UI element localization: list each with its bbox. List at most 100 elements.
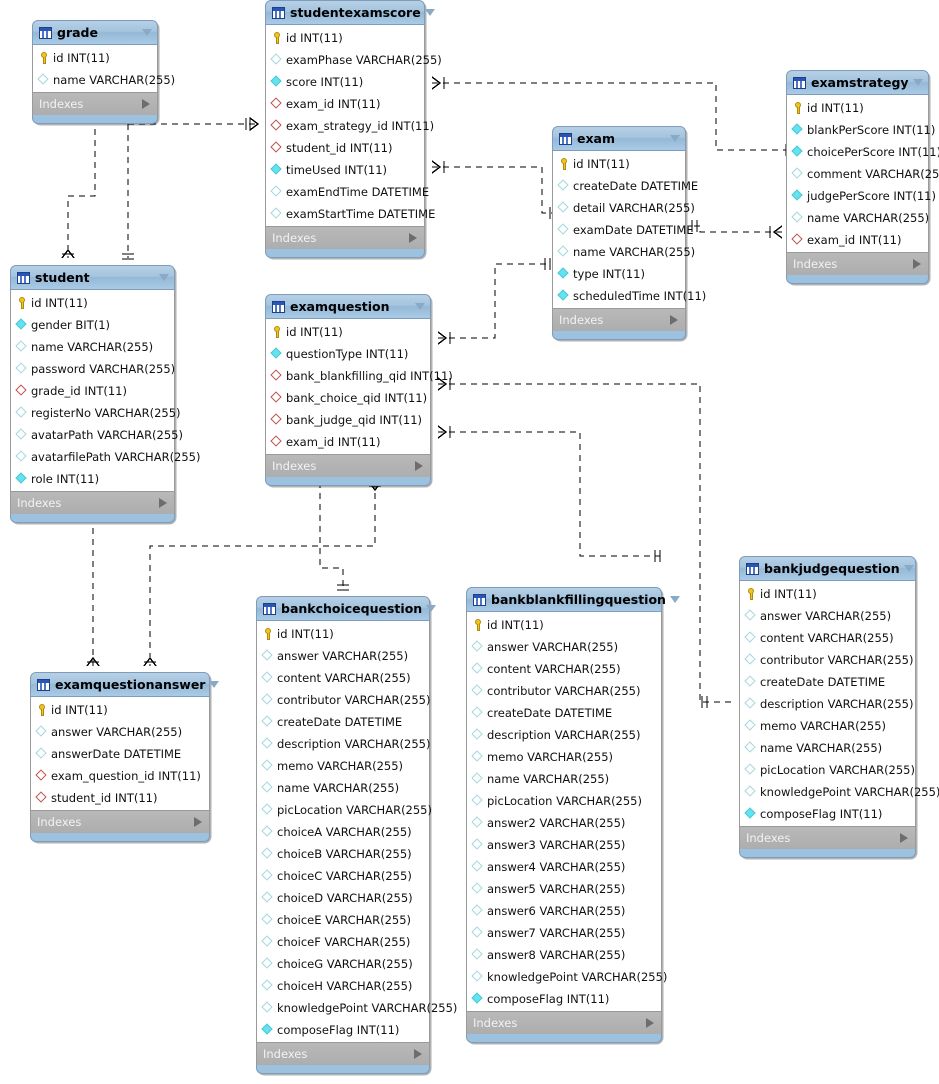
table-header-bankchoicequestion[interactable]: bankchoicequestion xyxy=(256,596,437,621)
column-row[interactable]: name VARCHAR(255) xyxy=(467,768,661,790)
column-row[interactable]: exam_question_id INT(11) xyxy=(31,765,209,787)
column-row[interactable]: name VARCHAR(255) xyxy=(740,737,915,759)
column-row[interactable]: examStartTime DATETIME xyxy=(266,203,435,225)
column-row[interactable]: password VARCHAR(255) xyxy=(11,358,175,380)
column-row[interactable]: id INT(11) xyxy=(266,27,424,49)
column-row[interactable]: id INT(11) xyxy=(787,97,928,119)
column-row[interactable]: examPhase VARCHAR(255) xyxy=(266,49,442,71)
column-row[interactable]: comment VARCHAR(255) xyxy=(787,163,939,185)
column-row[interactable]: name VARCHAR(255) xyxy=(33,69,175,91)
column-row[interactable]: memo VARCHAR(255) xyxy=(467,746,661,768)
column-row[interactable]: exam_id INT(11) xyxy=(266,431,430,453)
expand-right-icon[interactable] xyxy=(414,1049,422,1059)
column-row[interactable]: questionType INT(11) xyxy=(266,343,430,365)
column-row[interactable]: answer7 VARCHAR(255) xyxy=(467,922,661,944)
column-row[interactable]: name VARCHAR(255) xyxy=(553,241,695,263)
column-row[interactable]: detail VARCHAR(255) xyxy=(553,197,695,219)
column-row[interactable]: choiceH VARCHAR(255) xyxy=(257,975,429,997)
indexes-section-exam[interactable]: Indexes xyxy=(552,308,686,331)
table-header-exam[interactable]: exam xyxy=(552,126,686,151)
column-row[interactable]: answer6 VARCHAR(255) xyxy=(467,900,661,922)
chevron-down-icon[interactable] xyxy=(669,596,680,603)
column-row[interactable]: knowledgePoint VARCHAR(255) xyxy=(257,997,457,1019)
table-header-grade[interactable]: grade xyxy=(32,20,158,45)
indexes-section-examquestionanswer[interactable]: Indexes xyxy=(30,810,210,833)
chevron-down-icon[interactable] xyxy=(415,303,425,310)
indexes-section-bankchoicequestion[interactable]: Indexes xyxy=(256,1042,430,1065)
table-header-examquestion[interactable]: examquestion xyxy=(265,294,431,319)
column-row[interactable]: id INT(11) xyxy=(266,321,430,343)
column-row[interactable]: choiceD VARCHAR(255) xyxy=(257,887,429,909)
column-row[interactable]: createDate DATETIME xyxy=(467,702,661,724)
column-row[interactable]: role INT(11) xyxy=(11,468,174,490)
column-row[interactable]: answer VARCHAR(255) xyxy=(740,605,915,627)
column-row[interactable]: exam_strategy_id INT(11) xyxy=(266,115,434,137)
column-row[interactable]: judgePerScore INT(11) xyxy=(787,185,936,207)
table-header-studentexamscore[interactable]: studentexamscore xyxy=(265,0,435,25)
column-row[interactable]: exam_id INT(11) xyxy=(787,229,928,251)
column-row[interactable]: scheduledTime INT(11) xyxy=(553,285,706,307)
column-row[interactable]: choicePerScore INT(11) xyxy=(787,141,939,163)
column-row[interactable]: bank_blankfilling_qid INT(11) xyxy=(266,365,453,387)
expand-right-icon[interactable] xyxy=(194,817,202,827)
column-row[interactable]: grade_id INT(11) xyxy=(11,380,174,402)
column-row[interactable]: id INT(11) xyxy=(33,47,157,69)
table-header-examstrategy[interactable]: examstrategy xyxy=(786,70,929,95)
column-row[interactable]: choiceG VARCHAR(255) xyxy=(257,953,429,975)
expand-right-icon[interactable] xyxy=(159,498,167,508)
expand-right-icon[interactable] xyxy=(415,461,423,471)
column-row[interactable]: content VARCHAR(255) xyxy=(740,627,915,649)
table-header-examquestionanswer[interactable]: examquestionanswer xyxy=(30,672,220,697)
column-row[interactable]: composeFlag INT(11) xyxy=(257,1019,429,1041)
column-row[interactable]: answer5 VARCHAR(255) xyxy=(467,878,661,900)
column-row[interactable]: memo VARCHAR(255) xyxy=(257,755,429,777)
column-row[interactable]: id INT(11) xyxy=(11,292,174,314)
column-row[interactable]: composeFlag INT(11) xyxy=(740,803,915,825)
column-row[interactable]: avatarPath VARCHAR(255) xyxy=(11,424,183,446)
chevron-down-icon[interactable] xyxy=(424,9,435,16)
column-row[interactable]: choiceB VARCHAR(255) xyxy=(257,843,429,865)
column-row[interactable]: id INT(11) xyxy=(257,623,429,645)
chevron-down-icon[interactable] xyxy=(426,605,437,612)
column-row[interactable]: score INT(11) xyxy=(266,71,424,93)
column-row[interactable]: bank_judge_qid INT(11) xyxy=(266,409,430,431)
column-row[interactable]: name VARCHAR(255) xyxy=(257,777,429,799)
column-row[interactable]: knowledgePoint VARCHAR(255) xyxy=(740,781,939,803)
column-row[interactable]: composeFlag INT(11) xyxy=(467,988,661,1010)
column-row[interactable]: picLocation VARCHAR(255) xyxy=(740,759,915,781)
column-row[interactable]: examDate DATETIME xyxy=(553,219,694,241)
column-row[interactable]: gender BIT(1) xyxy=(11,314,174,336)
column-row[interactable]: description VARCHAR(255) xyxy=(257,733,430,755)
column-row[interactable]: answerDate DATETIME xyxy=(31,743,209,765)
column-row[interactable]: picLocation VARCHAR(255) xyxy=(467,790,661,812)
column-row[interactable]: content VARCHAR(255) xyxy=(257,667,429,689)
column-row[interactable]: id INT(11) xyxy=(553,153,685,175)
column-row[interactable]: bank_choice_qid INT(11) xyxy=(266,387,430,409)
column-row[interactable]: answer4 VARCHAR(255) xyxy=(467,856,661,878)
indexes-section-studentexamscore[interactable]: Indexes xyxy=(265,226,425,249)
column-row[interactable]: answer VARCHAR(255) xyxy=(467,636,661,658)
column-row[interactable]: answer8 VARCHAR(255) xyxy=(467,944,661,966)
column-row[interactable]: avatarfilePath VARCHAR(255) xyxy=(11,446,201,468)
column-row[interactable]: exam_id INT(11) xyxy=(266,93,424,115)
column-row[interactable]: timeUsed INT(11) xyxy=(266,159,424,181)
expand-right-icon[interactable] xyxy=(900,833,908,843)
column-row[interactable]: content VARCHAR(255) xyxy=(467,658,661,680)
table-header-bankjudgequestion[interactable]: bankjudgequestion xyxy=(739,556,916,581)
column-row[interactable]: student_id INT(11) xyxy=(31,787,209,809)
column-row[interactable]: choiceF VARCHAR(255) xyxy=(257,931,429,953)
chevron-down-icon[interactable] xyxy=(670,135,680,142)
expand-right-icon[interactable] xyxy=(142,99,150,109)
chevron-down-icon[interactable] xyxy=(159,274,169,281)
indexes-section-grade[interactable]: Indexes xyxy=(32,92,158,115)
column-row[interactable]: registerNo VARCHAR(255) xyxy=(11,402,181,424)
column-row[interactable]: type INT(11) xyxy=(553,263,685,285)
expand-right-icon[interactable] xyxy=(913,259,921,269)
column-row[interactable]: blankPerScore INT(11) xyxy=(787,119,935,141)
